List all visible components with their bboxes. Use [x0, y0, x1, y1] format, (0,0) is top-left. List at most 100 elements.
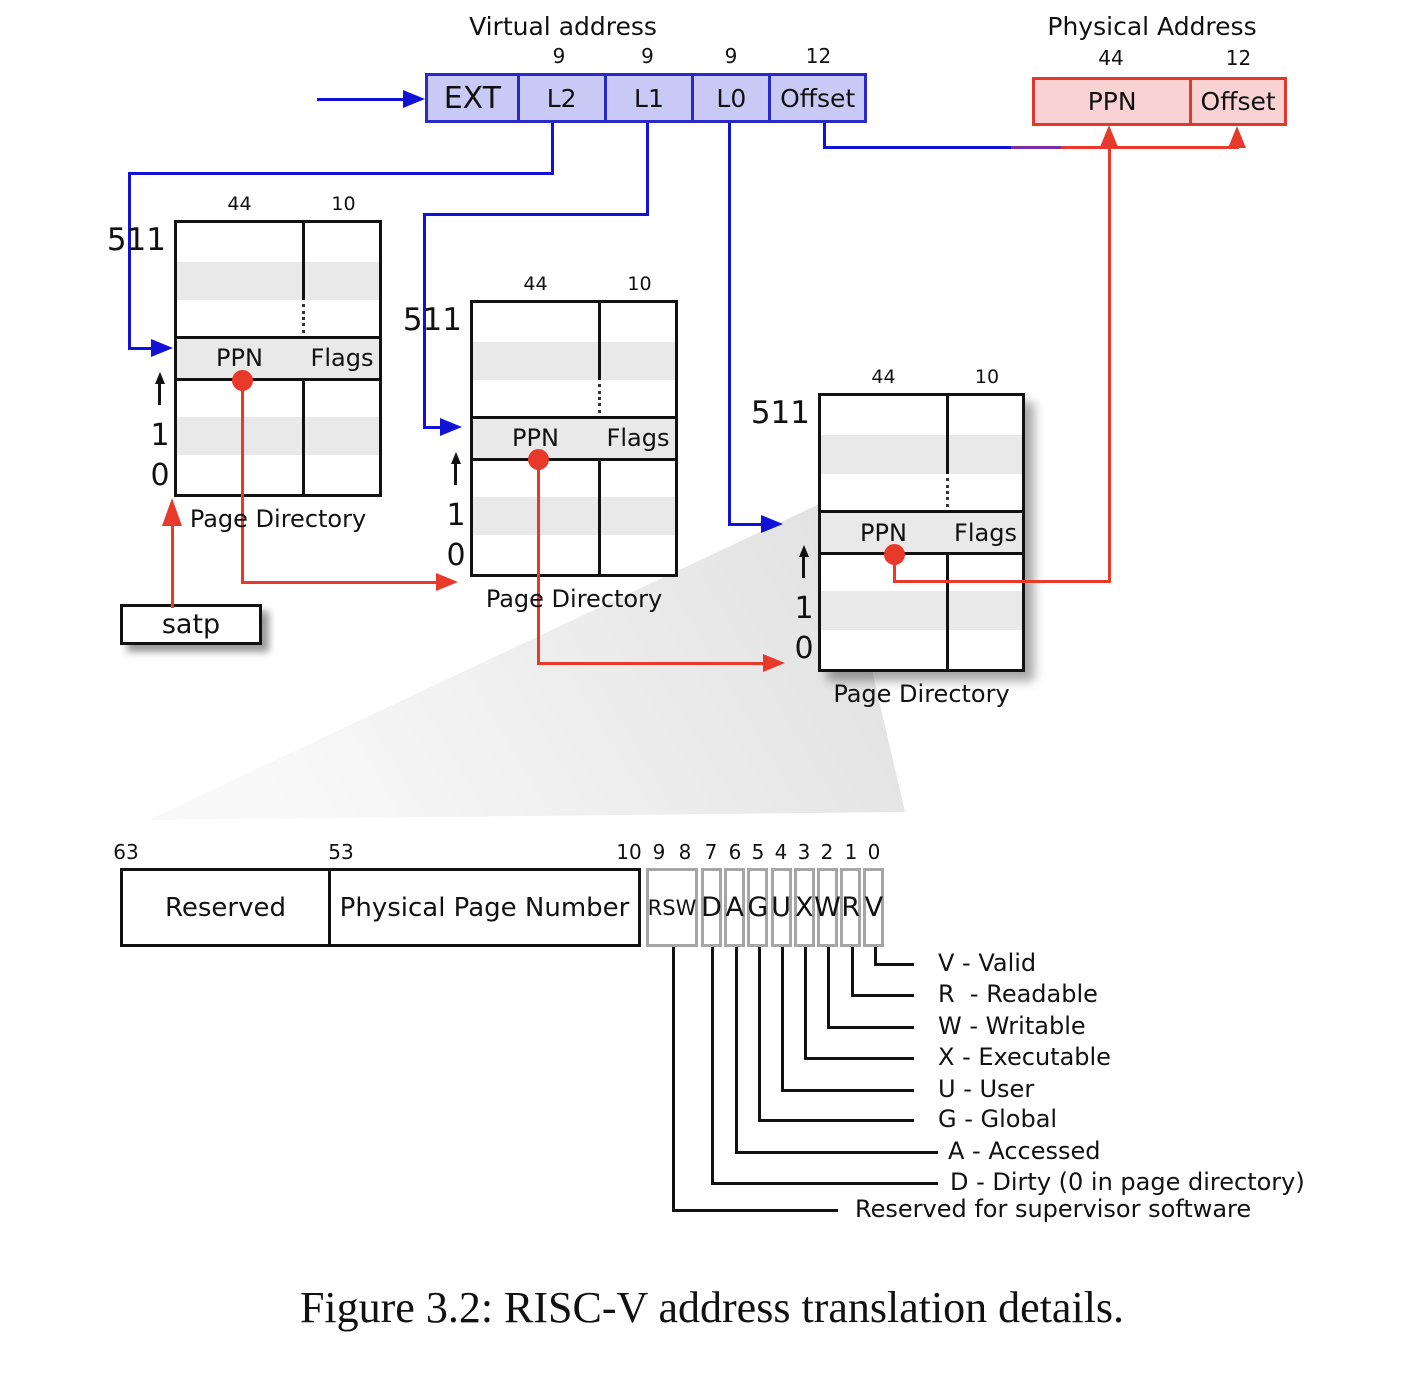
pd1-entry-dot	[232, 370, 253, 391]
page-directory-0-selected-entry	[177, 336, 379, 381]
offset-line-v	[823, 123, 826, 149]
page-directory-2-entry-flags: Flags	[954, 518, 1017, 547]
va-field-l1: L1	[603, 76, 692, 120]
pte-rsw-label: RSW	[647, 895, 697, 920]
page-directory-2-column-divider-bottom	[946, 513, 949, 669]
offset-line-h-red	[1061, 146, 1239, 149]
pte-flag-box-d: D	[701, 868, 722, 947]
pte-bit-9: 9	[652, 840, 666, 864]
legend-item-3-line-v	[804, 947, 807, 1060]
pte-bit-53: 53	[328, 840, 354, 864]
l2-line-h2	[131, 347, 153, 350]
legend-item-6-line-v	[735, 947, 738, 1154]
page-directory-1-up-arrow-icon	[451, 452, 461, 464]
pte-bit-4: 4	[774, 840, 788, 864]
legend-item-6-line-h	[735, 1151, 938, 1154]
page-directory-2-up-arrow-stem	[802, 556, 805, 578]
page-directory-1-index-511: 511	[402, 302, 462, 338]
va-field-ext: EXT	[443, 80, 502, 116]
page-directory-1-entry-flags: Flags	[606, 424, 670, 453]
zoom-beam-triangle	[148, 498, 905, 820]
pte-flag-box-r: R	[840, 868, 862, 947]
pte-bit-3: 3	[797, 840, 811, 864]
l1-line-v2	[423, 213, 426, 429]
page-directory-0-entry-flags: Flags	[310, 344, 374, 373]
page-directory-0-entry-ppn: PPN	[216, 344, 263, 373]
page-directory-0-body: PPN Flags	[174, 220, 382, 497]
l1-line-v1	[646, 123, 649, 216]
va-bits-l2: 9	[552, 44, 566, 68]
satp-label: satp	[161, 609, 221, 640]
legend-item-8-label: Reserved for supervisor software	[855, 1195, 1252, 1223]
page-directory-2-stripe-5	[821, 591, 1022, 630]
pte-ppn-box: Physical Page Number	[328, 868, 641, 947]
page-directory-2-column-divider-top	[946, 396, 949, 474]
pte-bit-5: 5	[751, 840, 765, 864]
va-entry-line	[317, 98, 405, 101]
legend-item-7-label: D - Dirty (0 in page directory)	[950, 1168, 1305, 1196]
pd3-ppn-line-v1	[893, 554, 896, 583]
legend-item-5-line-v	[758, 947, 761, 1122]
legend-item-4-label: U - User	[938, 1075, 1035, 1103]
pte-bit-8: 8	[678, 840, 692, 864]
legend-item-4-line-h	[781, 1089, 914, 1092]
page-directory-0-bits-left: 44	[227, 193, 252, 215]
satp-line-v	[171, 522, 174, 608]
l1-line-h1	[423, 213, 649, 216]
pte-bit-10: 10	[616, 840, 642, 864]
pte-reserved-label: Reserved	[164, 892, 286, 923]
figure-caption: Figure 3.2: RISC-V address translation d…	[299, 1283, 1125, 1332]
page-directory-0-stripe-1	[177, 261, 379, 301]
pte-flag-box-w: W	[814, 868, 841, 947]
va-bits-offset: 12	[805, 44, 832, 68]
pa-field-offset: Offset	[1189, 80, 1284, 123]
page-directory-1-selected-entry	[473, 416, 675, 461]
pte-flag-box-g: G	[747, 868, 769, 947]
legend-item-2-line-v	[827, 947, 830, 1029]
pte-flag-box-v: V	[863, 868, 885, 947]
va-entry-arrow-icon	[403, 90, 425, 108]
pa-field-ppn: PPN	[1087, 87, 1137, 116]
pte-ppn-label: Physical Page Number	[339, 892, 630, 923]
l2-arrow-icon	[151, 339, 173, 357]
page-directory-2-bits-left: 44	[871, 366, 896, 388]
page-directory-1-stripe-1	[473, 341, 675, 381]
legend-item-5-label: G - Global	[938, 1105, 1058, 1133]
page-directory-1-bits-right: 10	[627, 273, 652, 295]
pa-offset-arrow-icon	[1228, 126, 1246, 148]
legend-item-1-label: R - Readable	[938, 980, 1098, 1008]
pa-bits-offset: 12	[1225, 46, 1252, 70]
pd3-ppn-line-h	[893, 580, 1111, 583]
page-directory-1-stripe-5	[473, 496, 675, 536]
l1-line-h2	[426, 426, 442, 429]
l2-line-v1	[551, 123, 554, 175]
pd3-ppn-line-v2	[1108, 144, 1111, 583]
legend-item-1-line-h	[851, 994, 914, 997]
page-directory-2-selected-entry	[821, 510, 1022, 555]
va-bits-l1: 9	[641, 44, 654, 68]
pte-bit-63: 63	[113, 840, 139, 864]
pd1-ppn-line-v	[241, 380, 244, 584]
pd2-ppn-arrow-icon	[763, 654, 785, 672]
page-directory-2-index-511: 511	[750, 395, 810, 431]
legend-item-8-line-h	[672, 1209, 838, 1212]
page-directory-0-index-0: 0	[150, 458, 170, 493]
legend-item-2-line-h	[827, 1026, 914, 1029]
page-directory-0-up-arrow-icon	[155, 372, 165, 384]
page-directory-1-bits-left: 44	[523, 273, 548, 295]
pte-bit-1: 1	[844, 840, 858, 864]
pd2-entry-dot	[528, 449, 549, 470]
pd1-ppn-line-h	[241, 581, 438, 584]
pte-bit-7: 7	[704, 840, 718, 864]
virtual-address-title: Virtual address	[469, 12, 657, 41]
va-bits-l0: 9	[724, 44, 738, 68]
pte-bit-2: 2	[820, 840, 834, 864]
legend-item-3-label: X - Executable	[938, 1043, 1111, 1071]
pd2-ppn-line-h	[537, 662, 765, 665]
pd2-ppn-line-v	[537, 459, 540, 665]
offset-line-h-blue	[823, 146, 1011, 149]
page-directory-2-bits-right: 10	[974, 366, 1000, 388]
legend-item-0-label: V - Valid	[938, 949, 1037, 977]
